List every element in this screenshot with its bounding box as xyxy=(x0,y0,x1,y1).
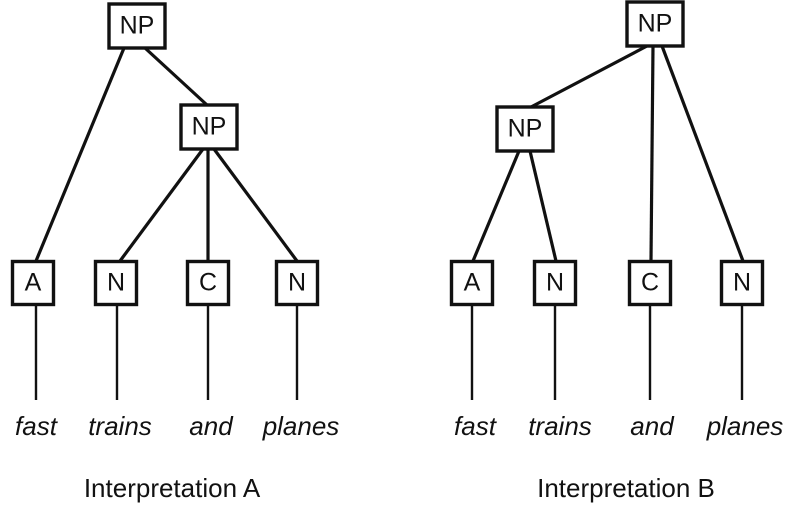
word-label: trains xyxy=(88,411,152,441)
tree-edge xyxy=(660,45,745,262)
node-label: N xyxy=(107,269,125,297)
words-layer: fast trains and planes fast trains and planes xyxy=(15,411,783,441)
node-label: C xyxy=(199,269,217,297)
tree-node-c[interactable]: C xyxy=(627,259,673,307)
tree-node-n[interactable]: N xyxy=(93,259,139,307)
tree-node-np[interactable]: NP xyxy=(179,103,239,151)
word-label: planes xyxy=(706,411,784,441)
node-box xyxy=(532,259,578,307)
word-label: and xyxy=(630,411,675,441)
tree-node-n[interactable]: N xyxy=(274,259,320,307)
node-box xyxy=(495,105,555,153)
tree-edge xyxy=(143,46,209,107)
node-label: NP xyxy=(638,10,673,38)
node-box xyxy=(719,259,765,307)
node-label: NP xyxy=(120,12,155,40)
tree-node-a[interactable]: A xyxy=(10,259,56,307)
tree-edge xyxy=(649,45,655,262)
node-label: N xyxy=(288,269,306,297)
stems-layer xyxy=(34,305,744,400)
tree-caption: Interpretation A xyxy=(84,473,261,503)
node-box xyxy=(107,2,167,50)
tree-edge xyxy=(530,44,648,109)
word-label: and xyxy=(189,411,234,441)
captions-layer: Interpretation A Interpretation B xyxy=(84,473,715,503)
node-label: A xyxy=(464,269,481,297)
tree-edge xyxy=(212,148,299,262)
tree-caption: Interpretation B xyxy=(537,473,715,503)
word-label: planes xyxy=(262,411,340,441)
node-label: NP xyxy=(508,115,543,143)
tree-edge xyxy=(118,148,205,262)
node-box xyxy=(627,259,673,307)
node-box xyxy=(10,259,56,307)
word-label: fast xyxy=(454,411,498,441)
nodes-layer: NP NP A N C N NP NP A N C N xyxy=(10,0,765,307)
word-label: trains xyxy=(528,411,592,441)
word-label: fast xyxy=(15,411,59,441)
tree-node-a[interactable]: A xyxy=(449,259,495,307)
tree-node-np[interactable]: NP xyxy=(107,2,167,50)
tree-edge xyxy=(528,150,558,262)
node-box xyxy=(449,259,495,307)
node-label: N xyxy=(733,269,751,297)
tree-node-np[interactable]: NP xyxy=(495,105,555,153)
node-label: NP xyxy=(192,113,227,141)
node-label: C xyxy=(641,269,659,297)
tree-node-n[interactable]: N xyxy=(719,259,765,307)
node-box xyxy=(625,0,685,48)
node-box xyxy=(93,259,139,307)
node-box xyxy=(179,103,239,151)
tree-node-n[interactable]: N xyxy=(532,259,578,307)
tree-node-c[interactable]: C xyxy=(185,259,231,307)
node-box xyxy=(185,259,231,307)
edges-layer xyxy=(34,44,745,262)
tree-edge xyxy=(34,47,126,262)
node-label: N xyxy=(546,269,564,297)
node-label: A xyxy=(25,269,42,297)
tree-edge xyxy=(471,150,521,262)
node-box xyxy=(274,259,320,307)
tree-node-np[interactable]: NP xyxy=(625,0,685,48)
